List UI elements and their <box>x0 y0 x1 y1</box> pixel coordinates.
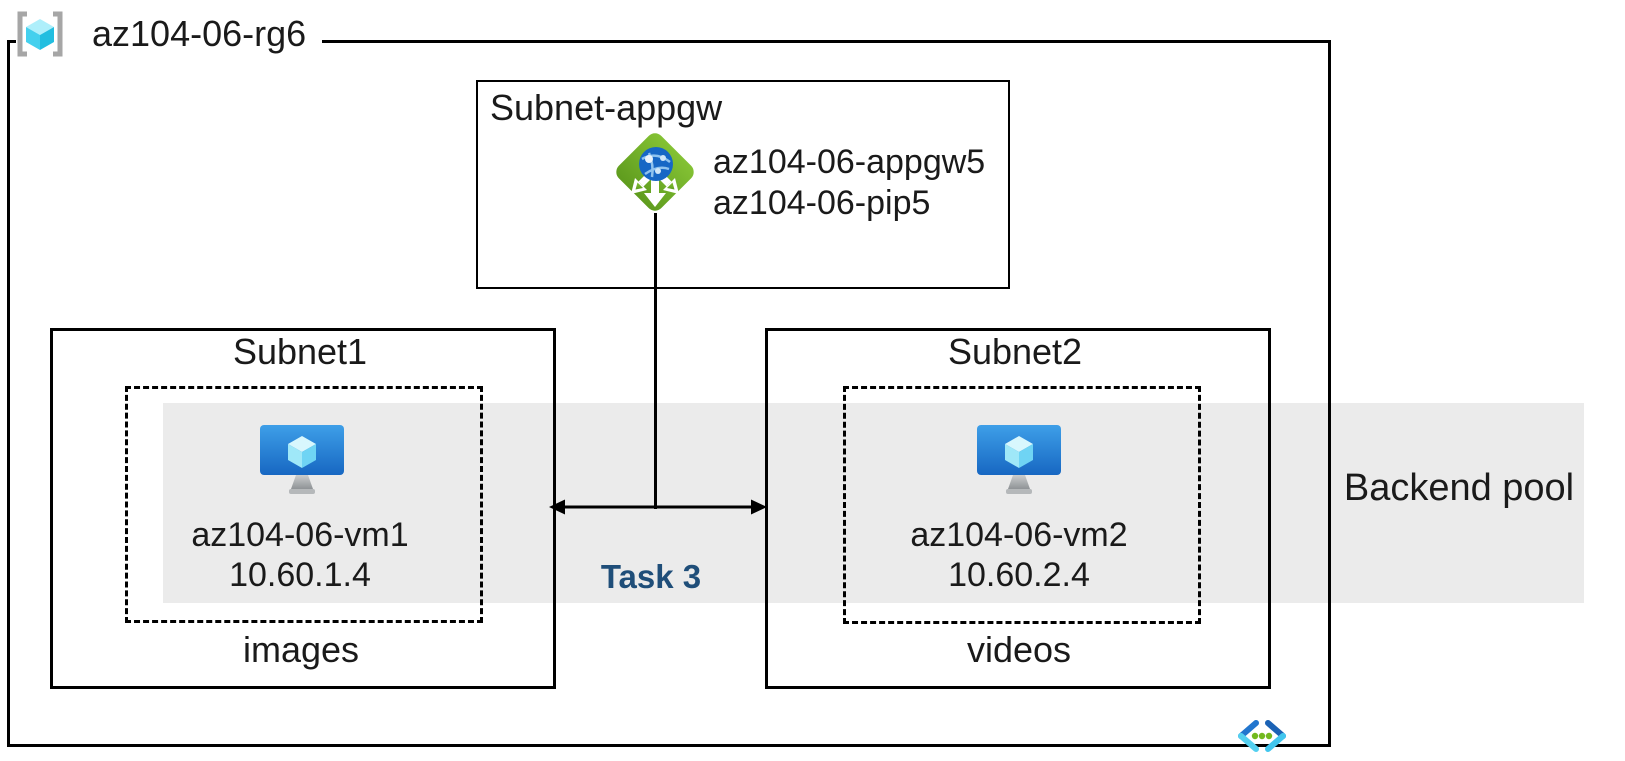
vm1-labels: az104-06-vm1 10.60.1.4 <box>150 515 450 595</box>
resource-group-icon <box>17 11 63 57</box>
task-label: Task 3 <box>600 558 702 595</box>
pip-name: az104-06-pip5 <box>713 184 931 222</box>
subnet2-caption: videos <box>966 629 1072 670</box>
appgw-name: az104-06-appgw5 <box>713 143 986 181</box>
subnet2-vm-group <box>843 386 1201 624</box>
vm1-name: az104-06-vm1 <box>191 516 409 554</box>
appgw-connector-line <box>654 213 657 509</box>
vm1-ip: 10.60.1.4 <box>229 556 371 594</box>
appgw-labels: az104-06-appgw5 az104-06-pip5 <box>713 142 985 224</box>
subnet2-title: Subnet2 <box>947 331 1083 372</box>
subnet1-vm-group <box>125 386 483 623</box>
subnet1-title: Subnet1 <box>232 331 368 372</box>
backend-pool-label: Backend pool <box>1343 467 1575 509</box>
resource-group-label: az104-06-rg6 <box>16 6 323 62</box>
vm2-name: az104-06-vm2 <box>910 516 1128 554</box>
virtual-network-icon <box>1238 720 1286 752</box>
subnet1-caption: images <box>242 629 360 670</box>
resource-group-name: az104-06-rg6 <box>92 13 307 54</box>
vm2-labels: az104-06-vm2 10.60.2.4 <box>869 515 1169 595</box>
backend-pool-band <box>163 403 1584 603</box>
resource-group-box <box>7 40 1331 747</box>
double-arrow <box>549 499 767 515</box>
vm1-icon <box>260 425 344 494</box>
subnet2-box <box>765 328 1271 689</box>
subnet-appgw-box <box>476 80 1010 289</box>
application-gateway-icon <box>616 133 694 211</box>
vm2-icon <box>977 425 1061 494</box>
vm2-ip: 10.60.2.4 <box>948 556 1090 594</box>
subnet-appgw-title: Subnet-appgw <box>490 87 723 128</box>
